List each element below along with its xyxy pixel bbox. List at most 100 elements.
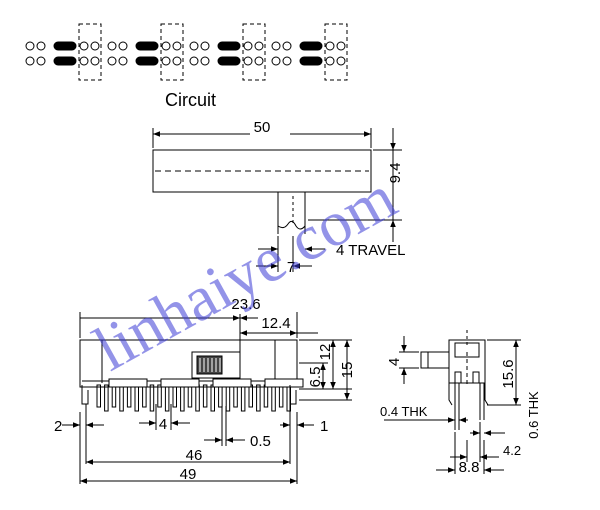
circuit-bridge bbox=[217, 56, 241, 66]
dim-49-label: 49 bbox=[180, 466, 197, 483]
circuit-contact bbox=[36, 56, 46, 66]
circuit-contact bbox=[79, 56, 89, 66]
circuit-contact bbox=[336, 56, 346, 66]
circuit-diagram bbox=[25, 23, 348, 81]
mount-leg-left bbox=[81, 385, 89, 405]
top-view bbox=[152, 128, 402, 272]
circuit-contact bbox=[107, 56, 117, 66]
terminal-pin bbox=[180, 384, 185, 412]
circuit-contact bbox=[172, 41, 182, 51]
dim-05-label: 0.5 bbox=[250, 433, 271, 450]
circuit-contact bbox=[25, 56, 35, 66]
dim-46-label: 46 bbox=[186, 447, 203, 464]
side-contact-left bbox=[454, 371, 462, 384]
terminal-pin bbox=[202, 384, 208, 408]
terminal-pin bbox=[149, 384, 155, 412]
circuit-contact bbox=[243, 41, 253, 51]
top-view-body bbox=[152, 149, 372, 193]
circuit-contact bbox=[90, 41, 100, 51]
circuit-contact bbox=[189, 41, 199, 51]
dim-12-label: 12 bbox=[317, 344, 334, 361]
side-leg-left bbox=[448, 383, 453, 406]
front-view bbox=[62, 312, 352, 484]
dim-s4-label: 4 bbox=[386, 358, 403, 366]
circuit-bridge bbox=[53, 41, 77, 51]
terminal-pin bbox=[256, 384, 261, 412]
circuit-contact bbox=[282, 56, 292, 66]
circuit-contact bbox=[118, 41, 128, 51]
side-contact-right bbox=[472, 371, 480, 384]
dim-1-label: 1 bbox=[320, 418, 328, 435]
circuit-bridge bbox=[53, 56, 77, 66]
terminal-housing bbox=[264, 378, 304, 388]
circuit-contact bbox=[254, 56, 264, 66]
side-knob bbox=[420, 351, 450, 369]
circuit-contact bbox=[118, 56, 128, 66]
circuit-contact bbox=[243, 56, 253, 66]
dim-50-label: 50 bbox=[254, 119, 271, 136]
circuit-contact bbox=[107, 41, 117, 51]
actuator-grip bbox=[196, 355, 223, 375]
thk04-label: 0.4 THK bbox=[380, 404, 428, 419]
terminal-pin bbox=[225, 384, 231, 412]
circuit-dashed-box bbox=[242, 23, 266, 81]
side-view bbox=[384, 330, 521, 474]
circuit-contact bbox=[336, 41, 346, 51]
stem-break bbox=[277, 220, 306, 230]
circuit-contact bbox=[200, 41, 210, 51]
circuit-label: Circuit bbox=[165, 90, 216, 110]
terminal-pin bbox=[210, 384, 215, 412]
terminal-pin bbox=[240, 384, 246, 412]
circuit-contact bbox=[282, 41, 292, 51]
side-leg-right bbox=[484, 383, 489, 406]
terminal-pin bbox=[164, 384, 170, 412]
terminal-pin bbox=[278, 384, 284, 408]
circuit-bridge bbox=[217, 41, 241, 51]
thk06-label: 0.6 THK bbox=[526, 391, 541, 439]
watermark: linhaiye.com bbox=[82, 161, 407, 384]
dim-2-label: 2 bbox=[54, 418, 62, 435]
terminal-housing bbox=[160, 378, 200, 388]
circuit-contact bbox=[161, 41, 171, 51]
circuit-contact bbox=[325, 41, 335, 51]
terminal-pin bbox=[271, 384, 276, 412]
terminal-pin bbox=[233, 384, 238, 408]
terminal-housing bbox=[108, 378, 148, 388]
circuit-dashed-box bbox=[78, 23, 102, 81]
dim-travel-label: 4 TRAVEL bbox=[336, 242, 405, 259]
terminal-pin bbox=[187, 384, 193, 408]
terminal-pin bbox=[218, 384, 223, 408]
dim-65-label: 6.5 bbox=[307, 367, 324, 388]
circuit-contact bbox=[200, 56, 210, 66]
circuit-dashed-box bbox=[324, 23, 348, 81]
terminal-pin bbox=[134, 384, 139, 412]
circuit-contact bbox=[254, 41, 264, 51]
terminal-pin bbox=[126, 384, 132, 408]
dim-42-label: 4.2 bbox=[503, 443, 521, 458]
dim-124-label: 12.4 bbox=[261, 315, 290, 332]
circuit-bridge bbox=[135, 41, 159, 51]
terminal-housing bbox=[212, 378, 252, 388]
terminal-pin bbox=[195, 384, 200, 412]
circuit-bridge bbox=[299, 56, 323, 66]
dim-88-label: 8.8 bbox=[459, 459, 480, 476]
circuit-bridge bbox=[135, 56, 159, 66]
dim-15-label: 15 bbox=[339, 362, 356, 379]
circuit-contact bbox=[271, 56, 281, 66]
circuit-contact bbox=[172, 56, 182, 66]
circuit-contact bbox=[79, 41, 89, 51]
terminal-pin bbox=[119, 384, 124, 412]
circuit-contact bbox=[25, 41, 35, 51]
dim-7-label: 7 bbox=[287, 259, 295, 276]
circuit-contact bbox=[161, 56, 171, 66]
dim-94-label: 9.4 bbox=[387, 163, 404, 184]
circuit-dashed-box bbox=[160, 23, 184, 81]
circuit-contact bbox=[36, 41, 46, 51]
terminal-pin bbox=[172, 384, 177, 408]
dim-236-label: 23.6 bbox=[231, 296, 260, 313]
terminal-pins bbox=[81, 378, 304, 412]
terminal-pin bbox=[263, 384, 269, 408]
terminal-pin bbox=[111, 384, 117, 408]
terminal-pin bbox=[157, 384, 162, 408]
